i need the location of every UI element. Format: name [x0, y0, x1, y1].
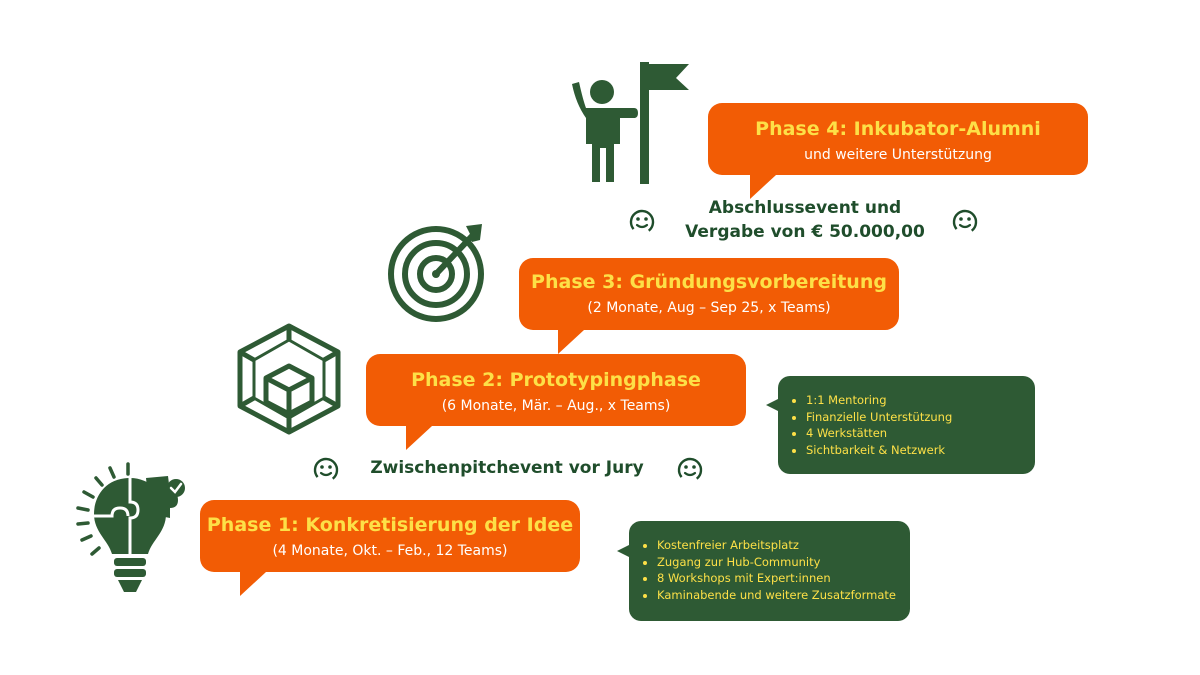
list-item: Finanzielle Unterstützung [806, 409, 1021, 426]
phase-1-title: Phase 1: Konkretisierung der Idee [206, 514, 574, 536]
lightbulb-puzzle-icon [76, 462, 185, 592]
phase-4-bubble: Phase 4: Inkubator-Alumni und weitere Un… [708, 103, 1088, 175]
list-item: Kaminabende und weitere Zusatzformate [657, 587, 896, 604]
smiley-icon [629, 209, 655, 235]
phase-2-subtitle: (6 Monate, Mär. – Aug., x Teams) [441, 398, 671, 414]
smiley-icon [952, 209, 978, 235]
smiley-icon [677, 457, 703, 483]
phase-1-info-box: Kostenfreier Arbeitsplatz Zugang zur Hub… [629, 521, 910, 621]
phase-4-tail [750, 175, 776, 199]
phase-1-bubble: Phase 1: Konkretisierung der Idee (4 Mon… [200, 500, 580, 572]
final-event-text: Abschlussevent und Vergabe von € 50.000,… [660, 196, 950, 244]
phase-1-info-list: Kostenfreier Arbeitsplatz Zugang zur Hub… [643, 537, 896, 603]
final-event-line-2: Vergabe von € 50.000,00 [685, 222, 925, 242]
list-item: Kostenfreier Arbeitsplatz [657, 537, 896, 554]
list-item: 1:1 Mentoring [806, 392, 1021, 409]
phase-2-info-tail [766, 398, 780, 412]
phase-4-title: Phase 4: Inkubator-Alumni [755, 118, 1041, 140]
phase-3-title: Phase 3: Gründungsvorbereitung [531, 271, 887, 293]
phase-2-bubble: Phase 2: Prototypingphase (6 Monate, Mär… [366, 354, 746, 426]
phase-3-bubble: Phase 3: Gründungsvorbereitung (2 Monate… [519, 258, 899, 330]
list-item: 8 Workshops mit Expert:innen [657, 570, 896, 587]
smiley-icon [313, 457, 339, 483]
interim-event-text: Zwischenpitchevent vor Jury [370, 458, 644, 478]
final-event-line-1: Abschlussevent und [708, 198, 902, 218]
phase-1-tail [240, 572, 266, 596]
phase-1-subtitle: (4 Monate, Okt. – Feb., 12 Teams) [272, 543, 508, 559]
list-item: Zugang zur Hub-Community [657, 554, 896, 571]
phase-2-title: Phase 2: Prototypingphase [411, 369, 701, 391]
phase-3-tail [558, 330, 584, 354]
phase-2-tail [406, 426, 432, 450]
phase-1-info-tail [617, 544, 631, 558]
list-item: Sichtbarkeit & Netzwerk [806, 442, 1021, 459]
person-flag-icon [572, 62, 689, 184]
phase-2-info-box: 1:1 Mentoring Finanzielle Unterstützung … [778, 376, 1035, 474]
phase-3-subtitle: (2 Monate, Aug – Sep 25, x Teams) [587, 300, 831, 316]
list-item: 4 Werkstätten [806, 425, 1021, 442]
target-icon [388, 224, 484, 322]
cube-icon [237, 323, 341, 435]
phase-2-info-list: 1:1 Mentoring Finanzielle Unterstützung … [792, 392, 1021, 458]
phase-4-subtitle: und weitere Unterstützung [804, 147, 992, 163]
